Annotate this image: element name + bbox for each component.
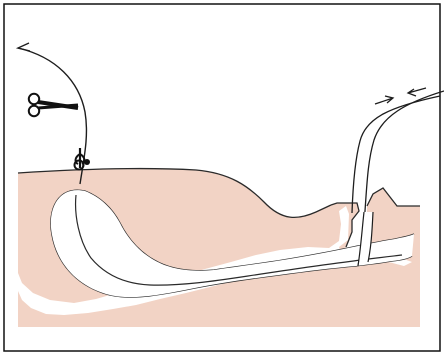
left-arrow-icon-right [408, 88, 426, 96]
right-arrow-icon [375, 96, 393, 104]
suture-right-line [352, 96, 440, 213]
left-arrow-icon [18, 43, 30, 51]
scissors-icon [29, 94, 78, 116]
